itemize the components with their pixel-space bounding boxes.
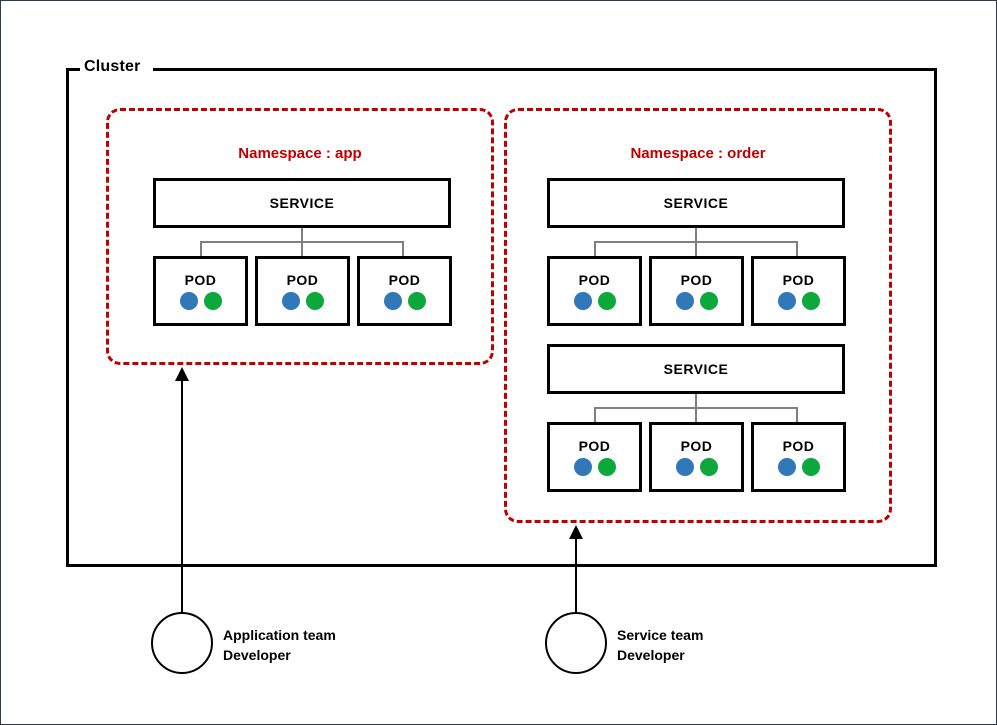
connector-service-order-2-drop-1 xyxy=(594,407,596,423)
actor-label-line-2: Developer xyxy=(617,647,685,663)
cluster-label: Cluster xyxy=(84,58,141,75)
pod-box-order-2-1[interactable]: POD xyxy=(547,422,642,492)
pod-label: POD xyxy=(184,272,217,288)
pod-container-dots xyxy=(573,292,616,310)
pod-label: POD xyxy=(578,438,611,454)
pod-box-order-1-2[interactable]: POD xyxy=(649,256,744,326)
container-dot-green xyxy=(699,458,718,476)
container-dot-green xyxy=(801,458,820,476)
cluster-border-top-right xyxy=(153,68,937,71)
actor-circle-application-team[interactable] xyxy=(151,612,213,674)
pod-box-order-2-2[interactable]: POD xyxy=(649,422,744,492)
container-dot-blue xyxy=(179,292,198,310)
service-label: SERVICE xyxy=(663,361,729,377)
service-label: SERVICE xyxy=(269,195,335,211)
connector-service-app-1-drop-2 xyxy=(301,241,303,257)
connector-service-app-1-drop-3 xyxy=(402,241,404,257)
pod-container-dots xyxy=(383,292,426,310)
container-dot-blue xyxy=(573,458,592,476)
arrow-line-application-team xyxy=(181,381,183,614)
connector-service-app-1-drop-1 xyxy=(200,241,202,257)
pod-label: POD xyxy=(286,272,319,288)
container-dot-green xyxy=(597,292,616,310)
actor-label-line-1: Service team xyxy=(617,627,704,643)
arrow-line-service-team xyxy=(575,539,577,614)
actor-label-service-team: Service team Developer xyxy=(617,625,703,665)
namespace-app: Namespace : app xyxy=(106,108,494,365)
container-dot-blue xyxy=(281,292,300,310)
pod-label: POD xyxy=(578,272,611,288)
connector-service-order-1-drop-2 xyxy=(695,241,697,257)
namespace-app-title: Namespace : app xyxy=(238,145,362,162)
container-dot-blue xyxy=(675,458,694,476)
pod-container-dots xyxy=(675,292,718,310)
arrow-head-application-team xyxy=(175,367,189,381)
actor-circle-service-team[interactable] xyxy=(545,612,607,674)
cluster-border-left xyxy=(66,68,69,567)
container-dot-blue xyxy=(573,292,592,310)
container-dot-blue xyxy=(675,292,694,310)
container-dot-green xyxy=(699,292,718,310)
container-dot-blue xyxy=(777,458,796,476)
container-dot-green xyxy=(203,292,222,310)
container-dot-green xyxy=(801,292,820,310)
connector-service-app-1-trunk xyxy=(301,228,303,242)
connector-service-order-2-trunk xyxy=(695,394,697,408)
connector-service-order-1-drop-3 xyxy=(796,241,798,257)
pod-label: POD xyxy=(782,438,815,454)
pod-container-dots xyxy=(777,458,820,476)
pod-label: POD xyxy=(388,272,421,288)
connector-service-order-1-trunk xyxy=(695,228,697,242)
container-dot-blue xyxy=(777,292,796,310)
actor-label-line-1: Application team xyxy=(223,627,336,643)
cluster-border-top-left xyxy=(66,68,80,71)
actor-label-application-team: Application team Developer xyxy=(223,625,336,665)
pod-box-app-1-1[interactable]: POD xyxy=(153,256,248,326)
pod-container-dots xyxy=(179,292,222,310)
connector-service-order-1-drop-1 xyxy=(594,241,596,257)
pod-box-app-1-3[interactable]: POD xyxy=(357,256,452,326)
namespace-order-title: Namespace : order xyxy=(630,145,766,162)
container-dot-green xyxy=(597,458,616,476)
pod-box-order-1-3[interactable]: POD xyxy=(751,256,846,326)
service-box-order-1[interactable]: SERVICE xyxy=(547,178,845,228)
service-box-order-2[interactable]: SERVICE xyxy=(547,344,845,394)
namespace-order: Namespace : order xyxy=(504,108,892,523)
pod-box-order-1-1[interactable]: POD xyxy=(547,256,642,326)
service-box-app-1[interactable]: SERVICE xyxy=(153,178,451,228)
pod-label: POD xyxy=(782,272,815,288)
cluster-border-right xyxy=(934,68,937,567)
connector-service-order-2-drop-2 xyxy=(695,407,697,423)
container-dot-green xyxy=(407,292,426,310)
pod-label: POD xyxy=(680,438,713,454)
pod-label: POD xyxy=(680,272,713,288)
container-dot-blue xyxy=(383,292,402,310)
pod-container-dots xyxy=(675,458,718,476)
cluster-border-bottom xyxy=(66,564,937,567)
pod-box-app-1-2[interactable]: POD xyxy=(255,256,350,326)
pod-container-dots xyxy=(281,292,324,310)
pod-container-dots xyxy=(777,292,820,310)
container-dot-green xyxy=(305,292,324,310)
actor-label-line-2: Developer xyxy=(223,647,291,663)
connector-service-order-2-drop-3 xyxy=(796,407,798,423)
pod-container-dots xyxy=(573,458,616,476)
arrow-head-service-team xyxy=(569,525,583,539)
service-label: SERVICE xyxy=(663,195,729,211)
pod-box-order-2-3[interactable]: POD xyxy=(751,422,846,492)
